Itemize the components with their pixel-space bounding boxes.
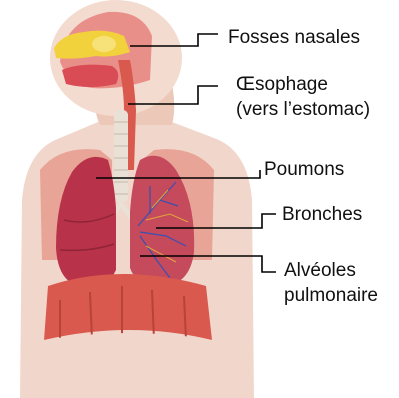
trachea	[114, 110, 128, 202]
label-alveoles-note: pulmonaire	[284, 284, 378, 308]
label-alveoles: Alvéoles	[284, 259, 356, 283]
label-oesophage-note: (vers l’estomac)	[236, 98, 370, 122]
tongue	[62, 65, 118, 87]
label-fosses-nasales: Fosses nasales	[228, 26, 360, 50]
label-oesophage: Œsophage	[236, 73, 328, 97]
label-bronches: Bronches	[282, 203, 362, 227]
label-poumons: Poumons	[264, 158, 344, 182]
